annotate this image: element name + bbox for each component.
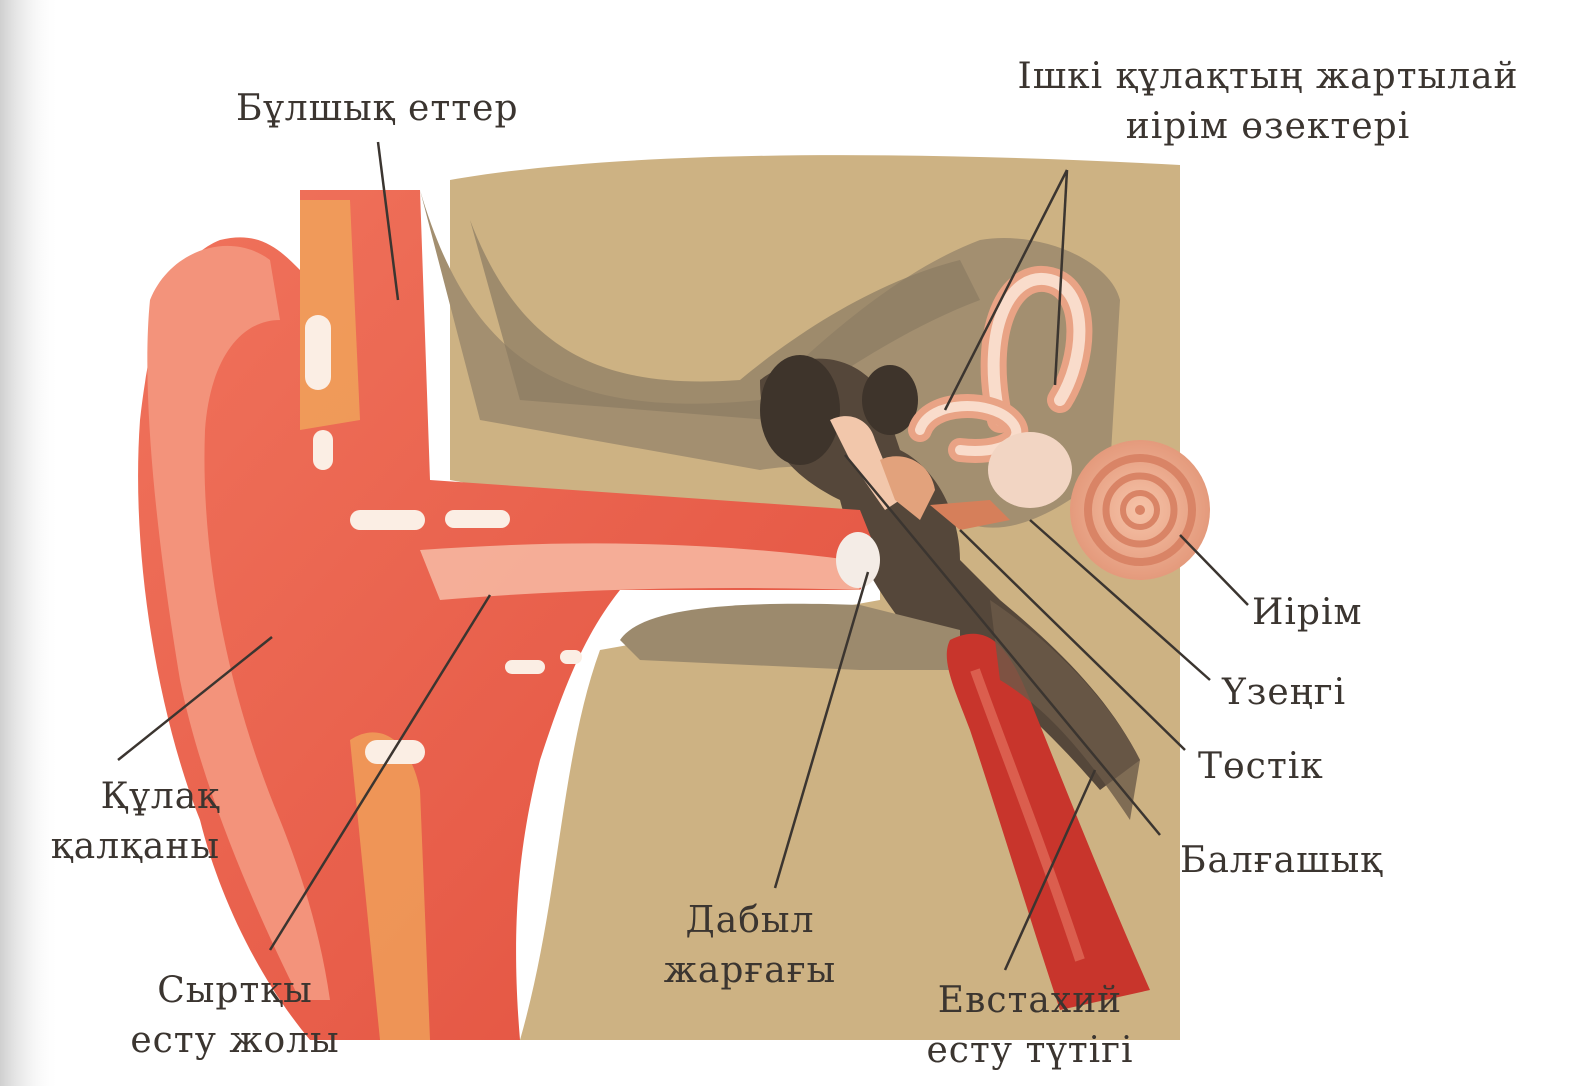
gland-7 (365, 740, 425, 764)
gland-1 (305, 315, 331, 390)
label-semicircular-canals: Ішкі құлақтың жартылай иірім өзектері (978, 52, 1558, 152)
label-muscles: Бұлшық еттер (236, 84, 519, 134)
page-shadow (0, 0, 60, 1086)
gland-5 (505, 660, 545, 674)
mastoid-cavity (760, 355, 840, 465)
label-incus: Төстік (1198, 742, 1324, 792)
gland-4 (445, 510, 510, 528)
label-malleus: Балғашық (1180, 836, 1383, 886)
gland-2 (313, 430, 333, 470)
cartilage (300, 200, 360, 430)
gland-6 (560, 650, 582, 664)
eardrum (836, 532, 880, 588)
gland-3 (350, 510, 425, 530)
label-eardrum: Дабыл жарғағы (625, 896, 875, 996)
label-auricle: Құлақ қалқаны (30, 772, 220, 872)
cochlea (1070, 440, 1210, 580)
label-ear-canal: Сыртқы есту жолы (100, 966, 370, 1066)
label-cochlea: Иірім (1252, 588, 1362, 638)
label-eustachian-tube: Евстахий есту түтігі (895, 976, 1165, 1076)
vestibule (988, 432, 1072, 508)
label-stapes: Үзеңгі (1222, 668, 1346, 718)
